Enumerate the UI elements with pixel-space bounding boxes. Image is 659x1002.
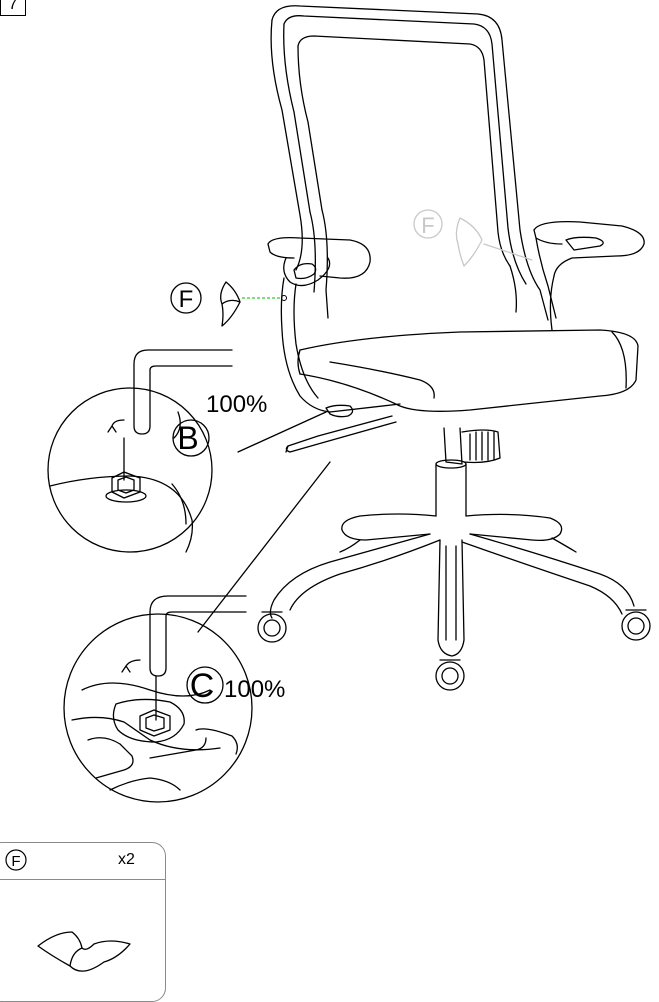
bolt-c-label: C (190, 667, 215, 705)
right-armrest (533, 221, 645, 331)
part-f-label: F (179, 286, 194, 313)
chair-backrest (270, 5, 549, 321)
bolt-b-circle (172, 419, 210, 457)
bolt-c-circle (186, 666, 224, 704)
detail-circle-c (63, 595, 253, 803)
chair-base (269, 513, 635, 657)
parts-box-letter: F (11, 853, 20, 870)
bolt-b-label: B (177, 420, 198, 456)
gas-cylinder (435, 459, 467, 517)
detail-circle-b (47, 349, 233, 553)
tighten-b-label: 100% (206, 391, 267, 418)
casters (257, 609, 651, 691)
parts-box-quantity: x2 (118, 851, 135, 868)
tighten-c-label: 100% (224, 676, 285, 703)
chair-seat (297, 329, 639, 413)
part-f-circle (170, 282, 202, 314)
parts-box-divider (0, 879, 166, 880)
parts-box-cap-icon (37, 931, 131, 972)
part-f-faded (413, 209, 533, 267)
left-armrest (267, 236, 371, 413)
parts-box (0, 842, 166, 1002)
part-f-cap (220, 281, 241, 327)
leader-lines (197, 411, 331, 633)
parts-box-letter-circle (5, 849, 27, 871)
tilt-mechanism (285, 404, 501, 465)
step-number-box: 7 (0, 0, 26, 16)
part-f-faded-label: F (421, 213, 434, 238)
